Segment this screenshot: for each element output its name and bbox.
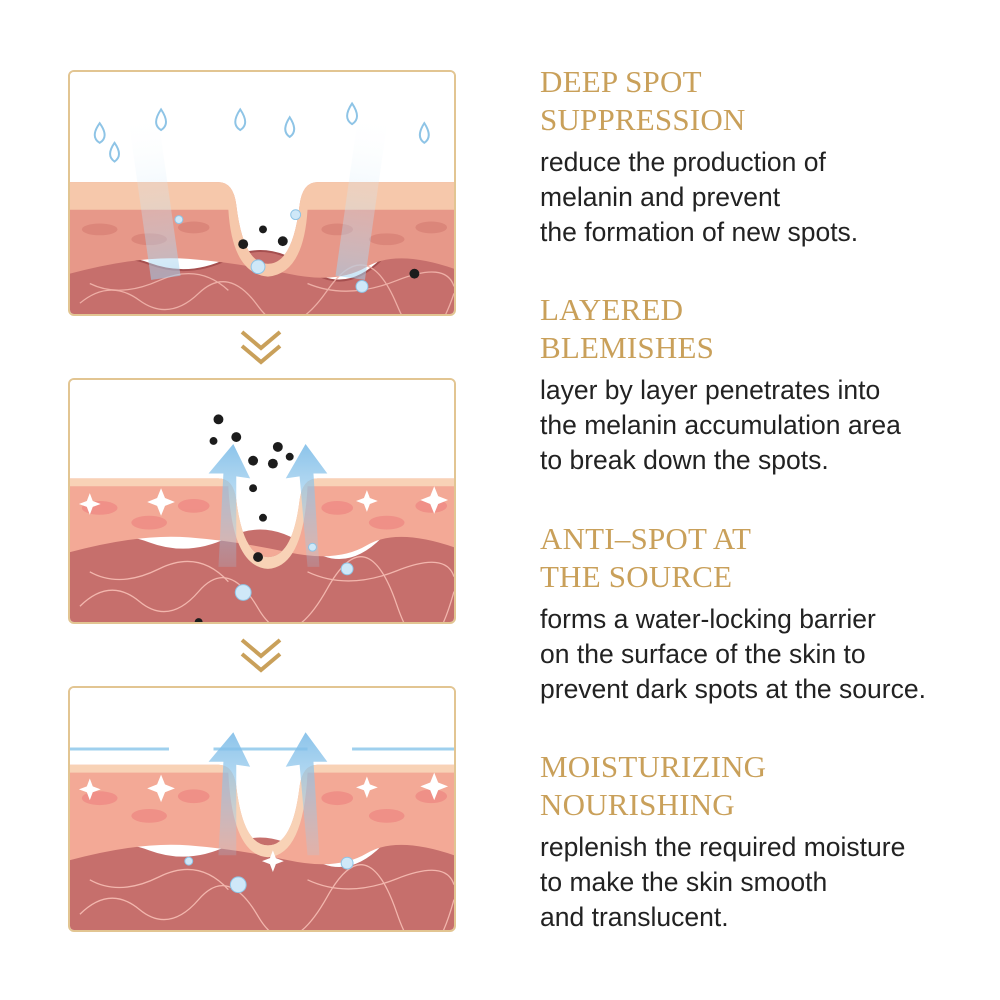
feature-description-line: on the surface of the skin to	[540, 639, 866, 669]
feature-description: replenish the required moisture to make …	[540, 830, 990, 935]
feature-title-line: LAYERED	[540, 292, 684, 327]
feature-title-line: SUPPRESSION	[540, 102, 746, 137]
feature-description-line: prevent dark spots at the source.	[540, 674, 926, 704]
feature-layered-blemishes: LAYERED BLEMISHES layer by layer penetra…	[540, 291, 990, 478]
skin-illustration-barrier	[68, 686, 456, 932]
sparkle-icon	[78, 486, 449, 516]
feature-description-line: forms a water-locking barrier	[540, 604, 876, 634]
feature-description-line: to break down the spots.	[540, 445, 829, 475]
chevron-down-icon	[240, 638, 282, 673]
feature-title-line: NOURISHING	[540, 787, 735, 822]
feature-deep-spot-suppression: DEEP SPOT SUPPRESSION reduce the product…	[540, 63, 990, 250]
feature-moisturizing-nourishing: MOISTURIZING NOURISHING replenish the re…	[540, 748, 990, 935]
feature-description-line: layer by layer penetrates into	[540, 375, 881, 405]
feature-description-line: reduce the production of	[540, 147, 826, 177]
water-drop-icon	[93, 101, 430, 163]
feature-description: forms a water-locking barrier on the sur…	[540, 602, 990, 707]
skin-illustration-layered	[68, 378, 456, 624]
skin-illustration-suppression	[68, 70, 456, 316]
feature-description: layer by layer penetrates into the melan…	[540, 373, 990, 478]
feature-description-line: melanin and prevent	[540, 182, 781, 212]
upward-arrow-icon	[208, 443, 328, 567]
feature-description-line: to make the skin smooth	[540, 867, 828, 897]
feature-anti-spot-at-source: ANTI–SPOT AT THE SOURCE forms a water-lo…	[540, 520, 990, 707]
feature-title: ANTI–SPOT AT THE SOURCE	[540, 520, 990, 596]
feature-description-line: and translucent.	[540, 902, 729, 932]
feature-title-line: BLEMISHES	[540, 330, 715, 365]
upward-arrow-icon	[208, 732, 328, 856]
feature-title: MOISTURIZING NOURISHING	[540, 748, 990, 824]
melanin-particle-icon	[194, 414, 294, 622]
feature-title-line: ANTI–SPOT AT	[540, 521, 752, 556]
feature-title-line: DEEP SPOT	[540, 64, 702, 99]
feature-title: LAYERED BLEMISHES	[540, 291, 990, 367]
chevron-down-icon	[240, 330, 282, 365]
feature-description: reduce the production of melanin and pre…	[540, 145, 990, 250]
sparkle-icon	[78, 772, 449, 872]
feature-title-line: MOISTURIZING	[540, 749, 767, 784]
feature-description-line: the formation of new spots.	[540, 217, 859, 247]
feature-description-line: the melanin accumulation area	[540, 410, 901, 440]
melanin-particle-icon	[238, 225, 420, 279]
feature-description-line: replenish the required moisture	[540, 832, 906, 862]
feature-title-line: THE SOURCE	[540, 559, 733, 594]
feature-title: DEEP SPOT SUPPRESSION	[540, 63, 990, 139]
